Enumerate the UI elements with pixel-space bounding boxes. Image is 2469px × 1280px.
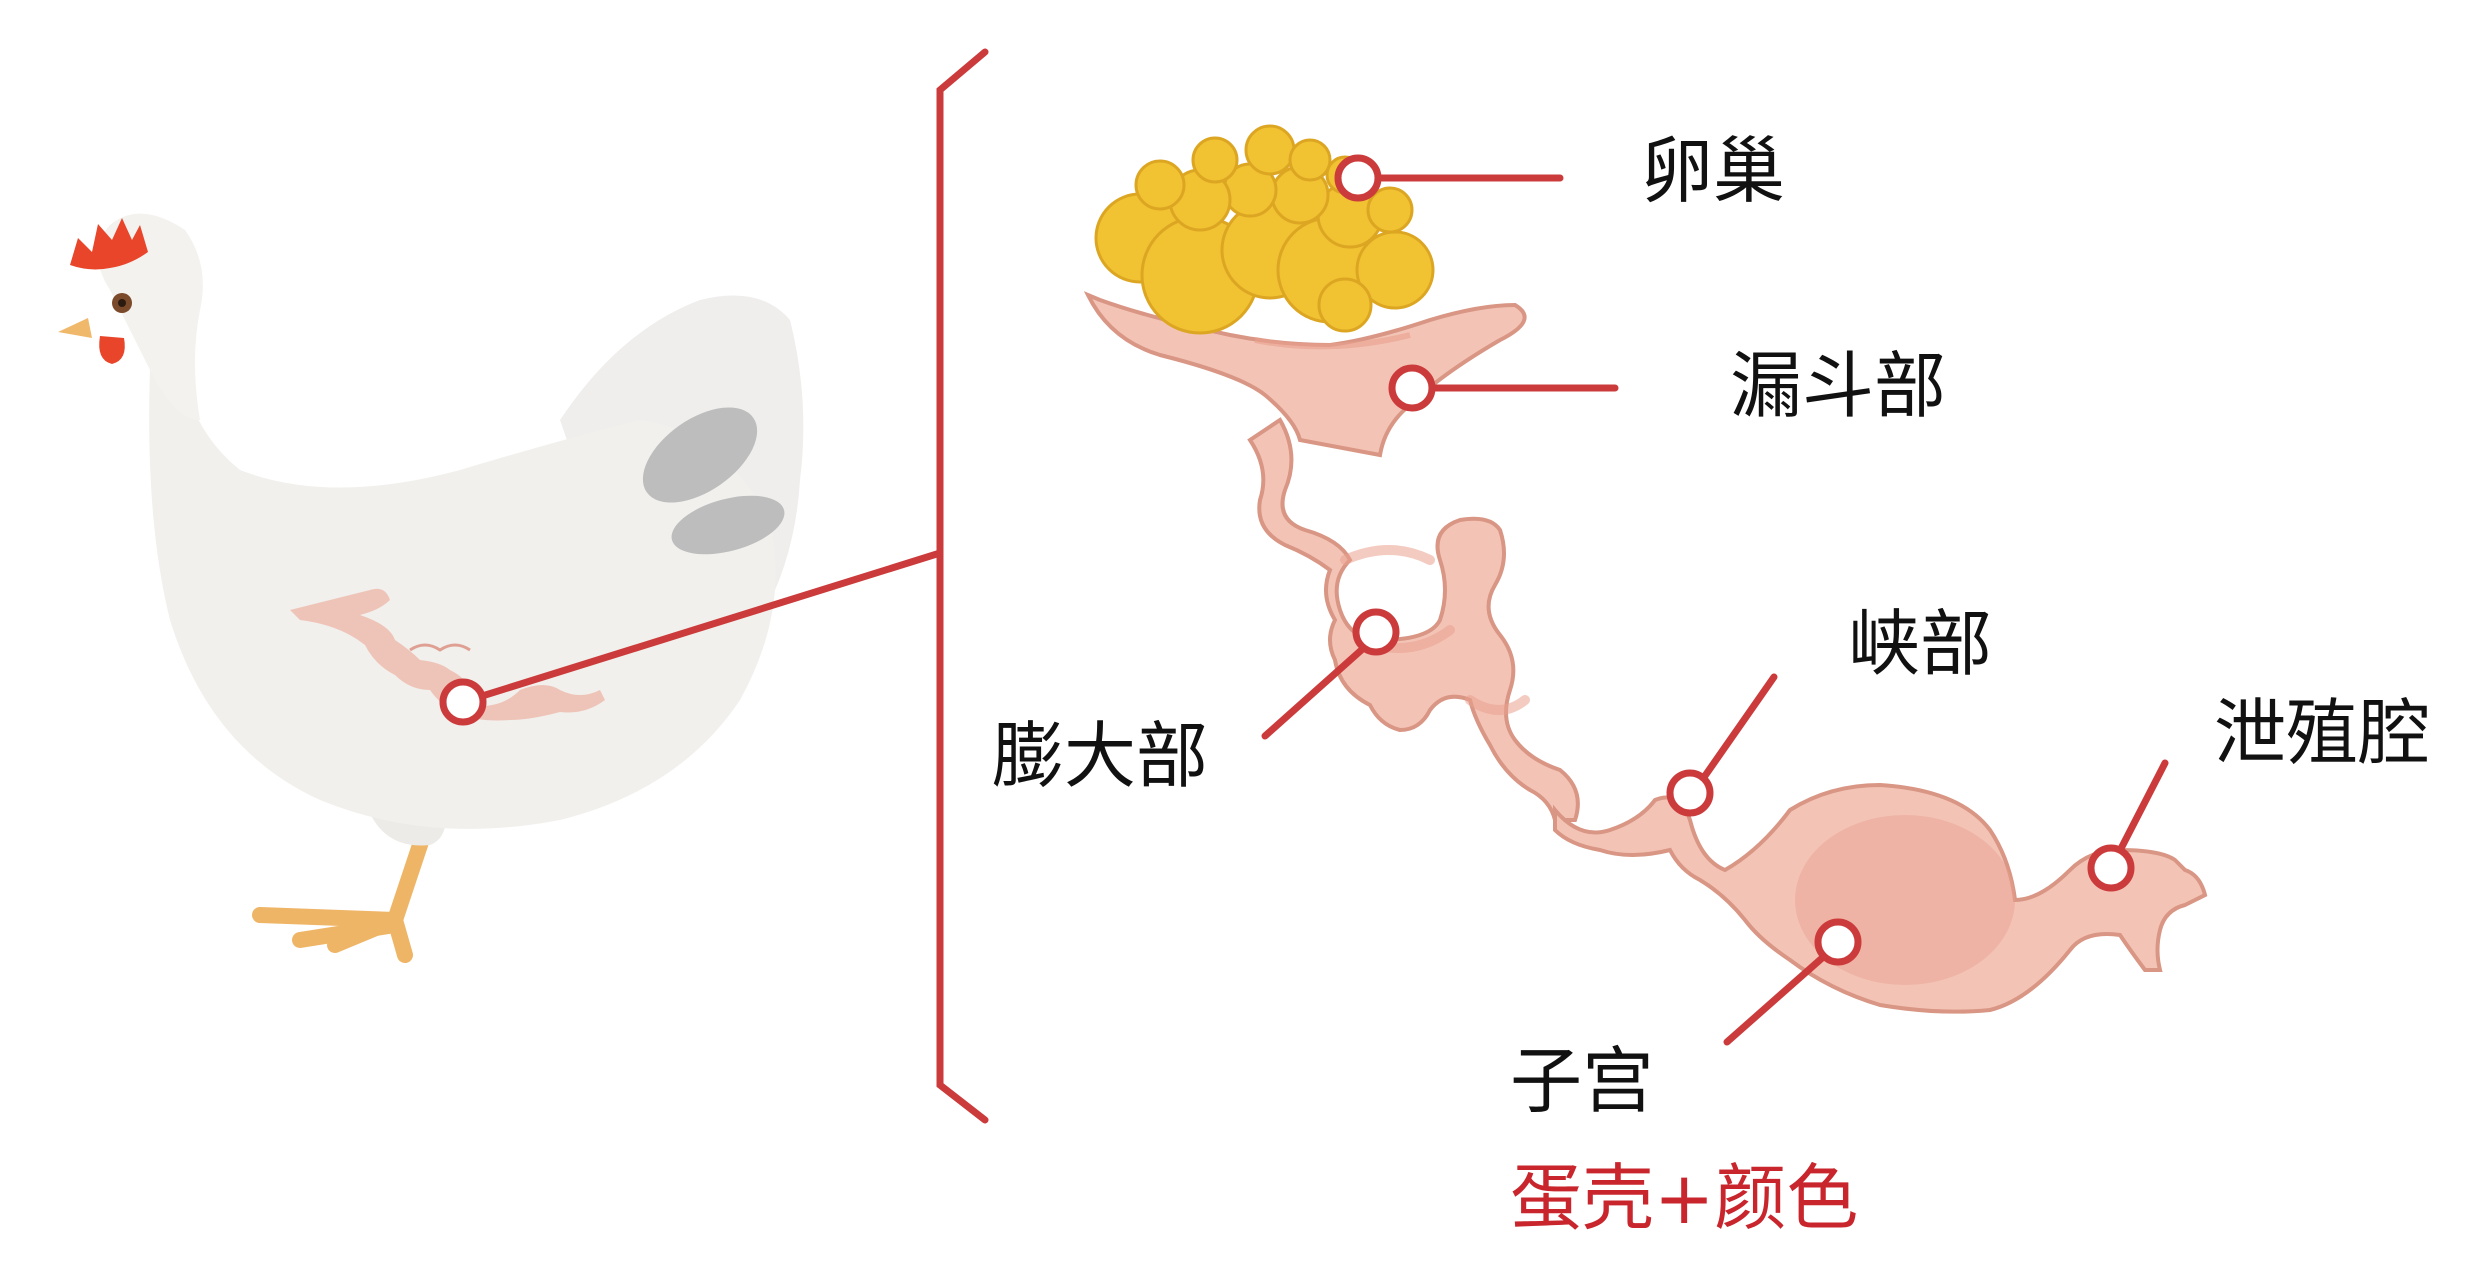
hen-head xyxy=(97,213,203,420)
marker-infundibulum xyxy=(1388,364,1436,412)
label-uterus: 子宫 xyxy=(1510,1039,1655,1123)
label-infundibulum: 漏斗部 xyxy=(1730,344,1947,428)
label-magnum: 膨大部 xyxy=(992,714,1209,798)
ovary-yolks xyxy=(1094,124,1435,335)
bracket xyxy=(936,48,989,1124)
label-uterus-note: 蛋壳+颜色 xyxy=(1510,1156,1859,1240)
hen-connector-line xyxy=(461,549,942,706)
hen-body xyxy=(135,290,776,829)
label-cloaca: 泄殖腔 xyxy=(2214,691,2431,775)
label-ovary: 卵巢 xyxy=(1641,129,1786,213)
leader-line-isthmus xyxy=(1689,673,1778,797)
marker-isthmus xyxy=(1666,769,1714,817)
leader-line-uterus xyxy=(1723,940,1842,1046)
hen-mini-oviduct xyxy=(290,588,605,721)
oviduct-infundibulum xyxy=(1083,291,1527,458)
marker-ovary xyxy=(1334,154,1382,202)
marker-dots xyxy=(1334,154,2135,966)
oviduct-isthmus-uterus xyxy=(1553,782,2208,1014)
oviduct xyxy=(1083,291,2208,1014)
hen-wing-mark xyxy=(671,495,785,555)
label-isthmus: 峡部 xyxy=(1848,602,1993,686)
hen-comb xyxy=(70,218,148,270)
marker-uterus xyxy=(1814,918,1862,966)
hen-connector-dot xyxy=(439,678,487,726)
hen-illustration xyxy=(58,213,804,963)
hen-wattle xyxy=(99,336,125,364)
marker-magnum xyxy=(1352,608,1400,656)
oviduct-magnum xyxy=(1247,417,1580,822)
marker-cloaca xyxy=(2087,844,2135,892)
hen-wing-mark xyxy=(642,407,758,503)
hen-beak xyxy=(58,318,92,338)
leader-line-magnum xyxy=(1261,633,1380,740)
hen-legs xyxy=(252,822,433,963)
